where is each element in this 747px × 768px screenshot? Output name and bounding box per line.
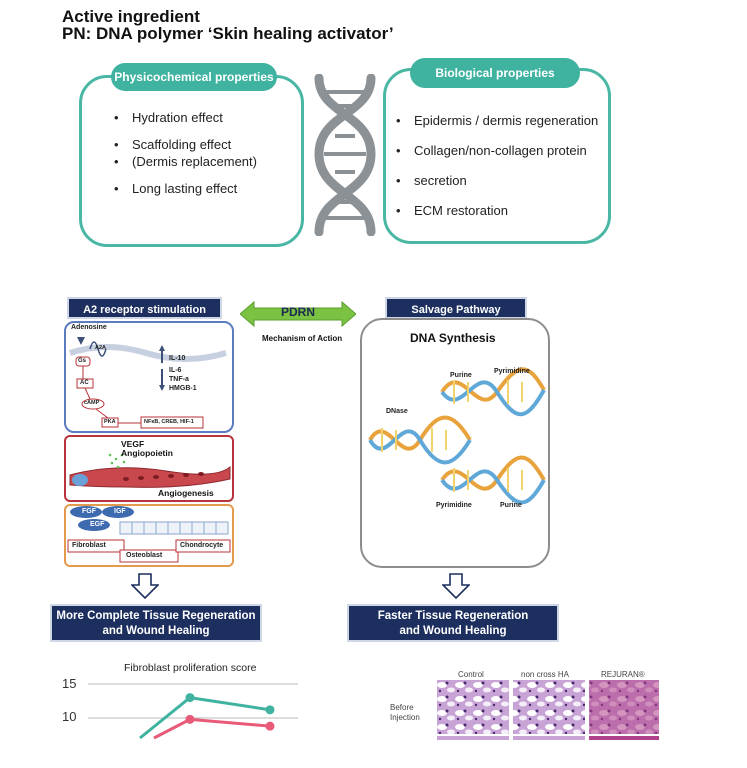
biological-card: Epidermis / dermis regeneration Collagen… xyxy=(383,68,611,244)
salvage-pathway-title: Salvage Pathway xyxy=(385,297,527,319)
pyrimidine-bottom-label: Pyrimidine xyxy=(436,502,472,509)
physicochemical-card: Hydration effect Scaffolding effect (Der… xyxy=(79,75,304,247)
adenosine-label: Adenosine xyxy=(71,324,107,331)
blood-vessel-illustration xyxy=(69,453,231,488)
osteoblast-label: Osteoblast xyxy=(126,552,163,559)
a2a-label: A2A xyxy=(95,345,107,351)
data-point xyxy=(265,705,275,715)
il6-label: IL-6 xyxy=(169,367,182,374)
series-line-segment xyxy=(139,696,191,740)
pyrimidine-top-label: Pyrimidine xyxy=(494,368,530,375)
dnase-label: DNase xyxy=(386,408,408,415)
tnf-label: TNF-a xyxy=(169,376,189,383)
igf-label: IGF xyxy=(114,508,126,515)
result-right-line2: and Wound Healing xyxy=(399,625,507,637)
data-point xyxy=(185,714,195,724)
biological-label: Biological properties xyxy=(410,58,580,88)
egf-label: EGF xyxy=(90,521,105,528)
cell-layer-illustration xyxy=(67,506,231,563)
result-left-line2: and Wound Healing xyxy=(102,625,210,637)
fgf-label: FGF xyxy=(82,508,96,515)
histology-non-cross-ha xyxy=(513,680,585,734)
purine-top-label: Purine xyxy=(450,372,472,379)
angiogenesis-panel: VEGF Angiopoietin Angiogenesis xyxy=(64,435,234,502)
bio-note: secretion xyxy=(396,173,610,188)
histology-col-label: non cross HA xyxy=(521,670,570,679)
dna-helix-icon xyxy=(314,74,376,236)
data-point xyxy=(265,721,275,731)
y-tick-label: 10 xyxy=(62,709,77,724)
il10-label: IL-10 xyxy=(169,355,186,362)
down-arrow-left xyxy=(131,573,159,599)
histology-control xyxy=(437,680,509,734)
histology-col-label: REJURAN® xyxy=(601,670,645,679)
histology-row-label: Before xyxy=(390,703,414,712)
fibroblast-label: Fibroblast xyxy=(72,542,106,549)
result-left-line1: More Complete Tissue Regeneration xyxy=(56,610,256,622)
physico-note: (Dermis replacement) xyxy=(114,154,304,169)
bio-item: ECM restoration xyxy=(396,203,610,218)
series-line xyxy=(189,696,271,712)
physico-item: Scaffolding effect xyxy=(114,137,304,152)
angiopoietin-label: Angiopoietin xyxy=(121,448,173,458)
result-right: Faster Tissue Regeneration and Wound Hea… xyxy=(347,604,559,642)
y-tick-label: 15 xyxy=(62,676,77,691)
dna-synthesis-panel: DNA Synthesis DNase Purine Pyrimidine Py… xyxy=(360,318,550,568)
physicochemical-label: Physicochemical properties xyxy=(111,63,277,91)
histology-rejuran-texture xyxy=(589,680,659,734)
dna-synthesis-illustration xyxy=(368,367,546,505)
mechanism-caption: Mechanism of Action xyxy=(262,334,343,343)
angiogenesis-label: Angiogenesis xyxy=(158,488,214,498)
hmgb-label: HMGB-1 xyxy=(169,385,197,392)
result-left: More Complete Tissue Regeneration and Wo… xyxy=(50,604,262,642)
page-title: Active ingredient xyxy=(62,7,200,26)
pdrn-label: PDRN xyxy=(281,305,316,319)
page-subtitle: PN: DNA polymer ‘Skin healing activator’ xyxy=(62,24,394,43)
chondrocyte-label: Chondrocyte xyxy=(180,542,224,549)
pdrn-double-arrow xyxy=(240,300,356,328)
data-point xyxy=(185,693,195,703)
camp-label: cAMP xyxy=(84,400,100,406)
bio-item: Epidermis / dermis regeneration xyxy=(396,113,610,128)
gs-label: Gs xyxy=(78,358,87,364)
physico-item: Hydration effect xyxy=(114,110,304,125)
bio-item: Collagen/non-collagen protein xyxy=(396,143,610,158)
chart-title: Fibroblast proliferation score xyxy=(124,662,257,674)
histology-images xyxy=(437,680,659,740)
receptor-cascade-diagram xyxy=(69,337,227,429)
dna-synthesis-title: DNA Synthesis xyxy=(410,331,496,345)
growth-factor-panel: FGF IGF EGF Fibroblast Osteoblast Chondr… xyxy=(64,504,234,567)
result-right-line1: Faster Tissue Regeneration xyxy=(377,610,529,622)
physico-item: Long lasting effect xyxy=(114,181,304,196)
down-arrow-right xyxy=(442,573,470,599)
purine-bottom-label: Purine xyxy=(500,502,522,509)
series-line-segment xyxy=(153,718,191,740)
receptor-panel: Adenosine A2A Gs AC cAMP PKA NFκB, CREB,… xyxy=(64,321,234,433)
histology-row-label: Injection xyxy=(390,713,420,722)
factors-label: NFκB, CREB, HIF-1 xyxy=(144,419,194,425)
vegf-label: VEGF xyxy=(121,439,145,449)
histology-col-label: Control xyxy=(458,670,484,679)
pka-label: PKA xyxy=(104,419,116,425)
a2-receptor-title: A2 receptor stimulation xyxy=(67,297,222,319)
series-line xyxy=(189,717,271,728)
ac-label: AC xyxy=(80,380,89,386)
